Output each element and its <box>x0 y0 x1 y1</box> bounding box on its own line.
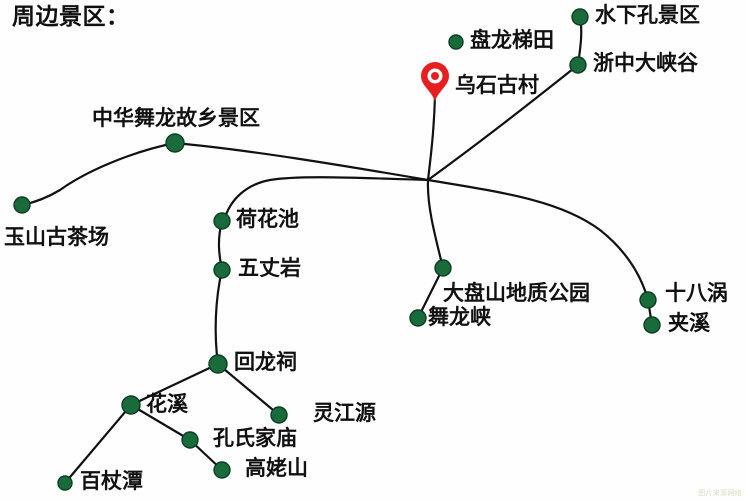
route-line <box>129 403 192 442</box>
current-location-label: 乌石古村 <box>455 74 539 97</box>
scenic-node-kongshi[interactable] <box>181 431 199 449</box>
route-line <box>222 176 430 223</box>
route-line <box>63 403 133 485</box>
route-line <box>426 178 650 302</box>
route-line <box>416 266 445 320</box>
node-label-wulonggux: 中华舞龙故乡景区 <box>92 107 260 130</box>
scenic-node-jiaxi[interactable] <box>643 316 661 334</box>
scenic-node-lingjiangyuan[interactable] <box>270 406 288 424</box>
node-label-wuzhangyan: 五丈岩 <box>238 257 301 280</box>
scenic-node-shuixiakong[interactable] <box>571 8 589 26</box>
node-label-hehuachi: 荷花池 <box>236 208 299 231</box>
scenic-node-yushan[interactable] <box>13 196 31 214</box>
node-label-lingjiangyuan: 灵江源 <box>313 402 376 425</box>
route-line <box>426 63 580 182</box>
node-label-shibawo: 十八涡 <box>665 282 728 305</box>
scenic-node-wulongxia[interactable] <box>409 309 427 327</box>
scenic-node-layer <box>13 8 661 491</box>
node-label-huaxi: 花溪 <box>146 393 188 416</box>
node-label-zhezhong: 浙中大峡谷 <box>593 52 698 75</box>
scenic-node-wuzhangyan[interactable] <box>213 261 231 279</box>
route-line <box>216 362 281 417</box>
node-label-panlongtitian: 盘龙梯田 <box>470 29 554 52</box>
scenic-node-gaolaoshan[interactable] <box>213 461 231 479</box>
node-label-baizhangtan: 百杖潭 <box>80 470 143 493</box>
node-label-shuixiakong: 水下孔景区 <box>595 4 700 27</box>
scenic-node-baizhangtan[interactable] <box>57 475 73 491</box>
map-pin-dot <box>431 72 439 80</box>
page-title: 周边景区： <box>12 3 130 29</box>
current-location-marker-layer <box>421 62 449 102</box>
route-line <box>129 362 220 407</box>
node-label-jiaxi: 夹溪 <box>668 312 710 335</box>
scenic-node-wulonggux[interactable] <box>165 133 185 153</box>
node-label-yushan: 玉山古茶场 <box>4 226 109 249</box>
route-line <box>173 141 430 182</box>
scenic-node-zhezhong[interactable] <box>569 56 587 74</box>
scenic-node-panlongtitian[interactable] <box>448 34 464 50</box>
scenic-node-shibawo[interactable] <box>639 291 657 309</box>
scenic-node-hehuachi[interactable] <box>213 212 231 230</box>
node-label-wulongxia: 舞龙峡 <box>428 306 491 329</box>
watermark: 图片来源网络 <box>698 489 742 497</box>
scenic-node-huilongci[interactable] <box>208 354 228 374</box>
scenic-node-dapanshan[interactable] <box>434 259 452 277</box>
node-label-huilongci: 回龙祠 <box>234 351 297 374</box>
node-label-dapanshan: 大盘山地质公园 <box>443 282 590 305</box>
map-pin-icon[interactable] <box>421 62 449 102</box>
route-line <box>426 94 437 182</box>
scenic-node-huaxi[interactable] <box>121 395 141 415</box>
node-label-gaolaoshan: 高姥山 <box>245 457 308 480</box>
node-label-kongshi: 孔氏家庙 <box>213 427 297 450</box>
route-line <box>426 178 445 270</box>
route-line <box>214 268 224 366</box>
route-line <box>20 141 177 207</box>
